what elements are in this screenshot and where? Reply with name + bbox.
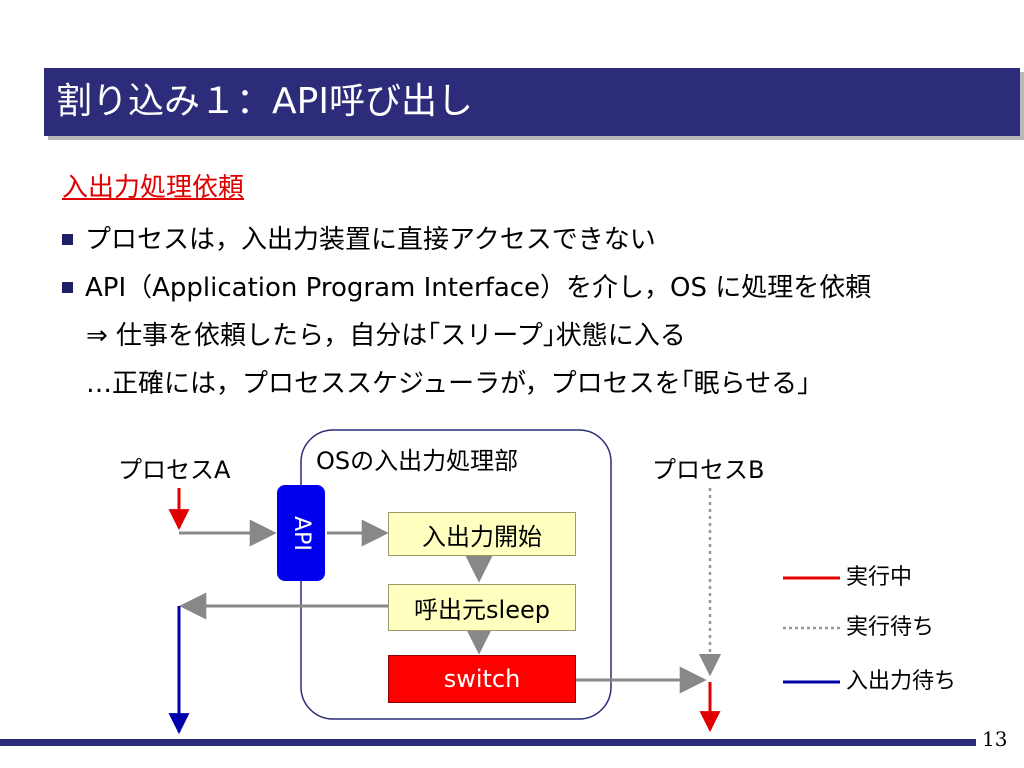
continuation-line: ⇒ 仕事を依頼したら，自分は｢スリープ｣状態に入る: [86, 321, 686, 351]
title-bar: 割り込み１：API呼び出し: [44, 68, 1020, 136]
switch-box: switch: [388, 655, 576, 703]
os-io-label: OSの入出力処理部: [316, 447, 519, 475]
section-heading: 入出力処理依頼: [62, 173, 245, 203]
api-box: API: [277, 485, 325, 581]
continuation-line: …正確には，プロセススケジューラが，プロセスを｢眠らせる｣: [86, 369, 811, 399]
bullet-item: プロセスは，入出力装置に直接アクセスできない: [62, 224, 656, 256]
process-b-label: プロセスB: [652, 456, 765, 484]
bullet-item: API（Application Program Interface）を介し，OS…: [62, 272, 871, 304]
legend-waiting-label: 実行待ち: [846, 615, 935, 640]
caller-sleep-box: 呼出元sleep: [388, 584, 576, 631]
api-label: API: [288, 515, 314, 551]
bullet-text: プロセスは，入出力装置に直接アクセスできない: [85, 225, 656, 255]
io-start-box: 入出力開始: [388, 512, 576, 556]
process-a-label: プロセスA: [118, 456, 231, 484]
bullet-square-icon: [62, 234, 73, 245]
legend-running-label: 実行中: [846, 565, 913, 590]
bullet-square-icon: [62, 282, 73, 293]
page-number: 13: [982, 727, 1008, 751]
bullet-text: API（Application Program Interface）を介し，OS…: [85, 273, 872, 303]
slide-title: 割り込み１：API呼び出し: [56, 81, 473, 122]
legend-io-waiting-label: 入出力待ち: [846, 669, 957, 694]
footer-bar: [0, 739, 976, 746]
